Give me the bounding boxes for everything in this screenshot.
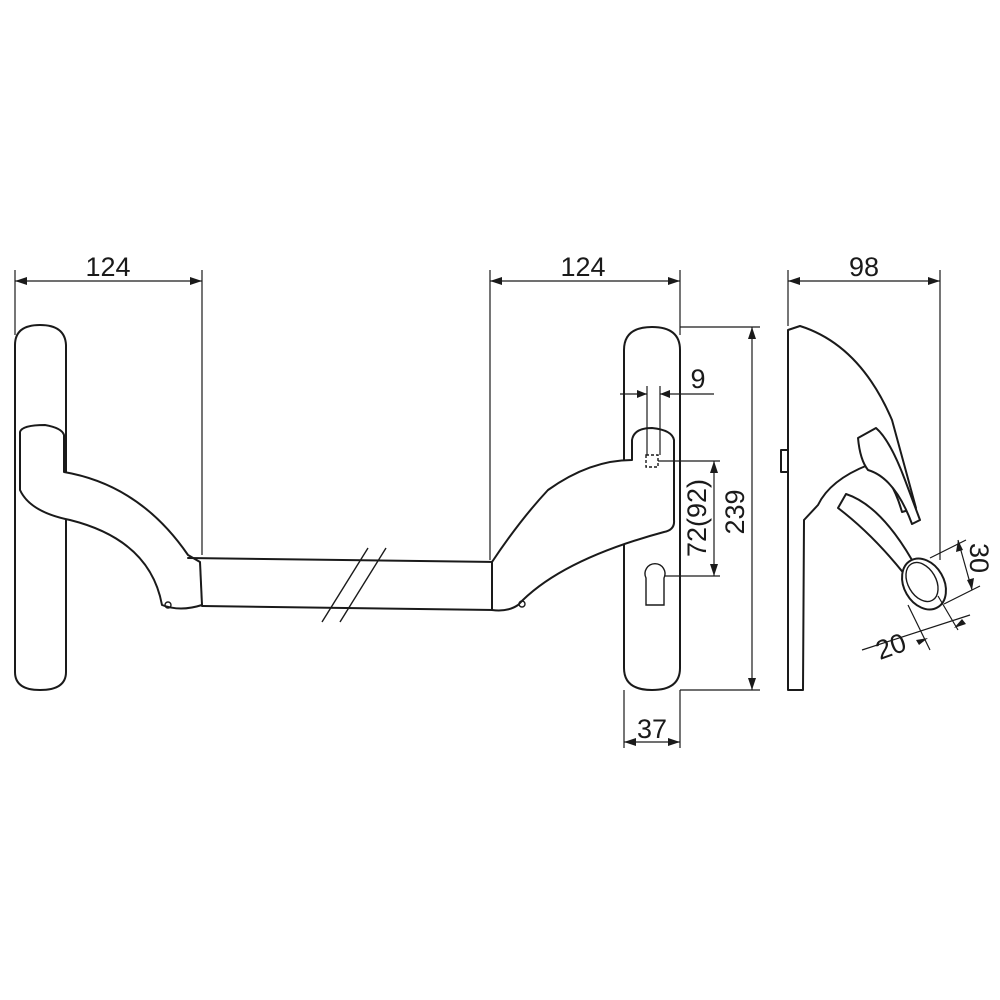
right-fixing-screw <box>518 600 526 608</box>
side-view <box>780 325 947 691</box>
side-lever <box>857 427 921 525</box>
dimension-depth: 98 <box>787 252 941 560</box>
dim-handle-width-label: 20 <box>872 627 910 665</box>
dim-spindle-label: 9 <box>690 364 705 394</box>
dim-left-width-label: 124 <box>85 252 130 282</box>
break-mark <box>321 547 369 623</box>
dimension-center-distance: 72(92) <box>658 460 720 577</box>
dim-plate-width-label: 37 <box>637 714 667 744</box>
dim-depth-label: 98 <box>849 252 879 282</box>
dim-handle-height-label: 30 <box>964 543 994 573</box>
dimension-plate-width: 37 <box>623 690 681 748</box>
side-plate-tab <box>780 449 789 473</box>
right-handle-assembly <box>491 326 681 691</box>
grip-end-inner <box>905 561 939 603</box>
grip-end-outer <box>901 557 947 611</box>
dimension-left-width: 124 <box>14 252 203 555</box>
dimension-spindle: 9 <box>620 364 714 455</box>
dim-center-distance-label: 72(92) <box>682 479 712 557</box>
left-fixing-screw <box>164 601 172 609</box>
dimension-right-width: 124 <box>489 252 681 560</box>
left-handle-assembly <box>14 324 203 691</box>
dimension-handle-height: 30 <box>929 539 994 605</box>
crossbar <box>187 547 498 623</box>
keyhole <box>644 562 666 606</box>
break-mark <box>339 547 387 623</box>
right-lever-arm <box>491 427 676 612</box>
dim-plate-height-label: 239 <box>720 489 750 534</box>
dimension-handle-width: 20 <box>861 595 971 666</box>
dimension-plate-height: 239 <box>680 326 760 691</box>
dim-right-width-label: 124 <box>560 252 605 282</box>
